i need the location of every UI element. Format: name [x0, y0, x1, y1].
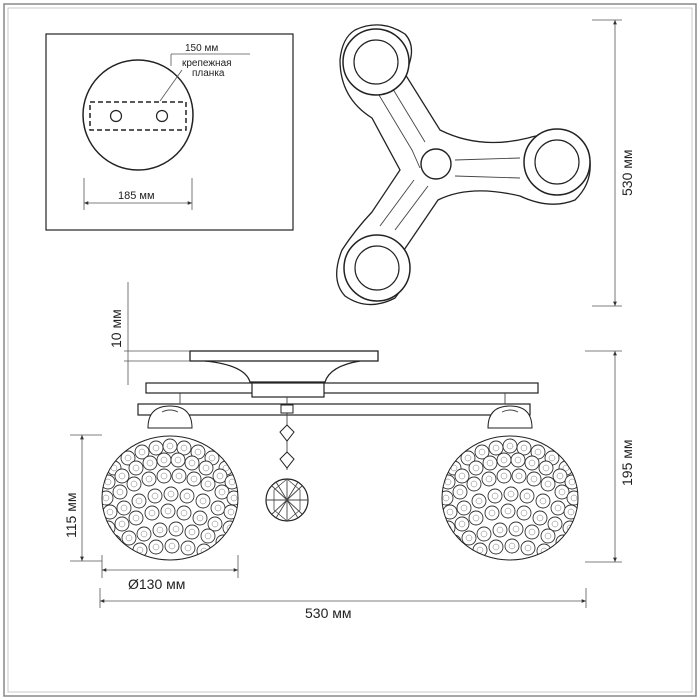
plate-caption-line1: крепежная [182, 58, 232, 69]
shade-diameter-dimension: Ø130 мм [101, 555, 239, 592]
outer-frame [3, 3, 697, 697]
plate-thickness-label: 10 мм [108, 309, 124, 348]
crystal-pendant [265, 397, 309, 522]
total-height-dimension: 195 мм [585, 350, 635, 563]
mounting-plate-inset: 150 мм крепежная планка 185 мм [45, 33, 294, 231]
top-view-width-label: 530 мм [619, 150, 635, 197]
plate-thickness-dimension: 10 мм [108, 282, 190, 385]
plate-length-label: 150 мм [185, 43, 218, 54]
shade-height-dimension: 115 мм [63, 434, 102, 562]
mounting-hole-left [109, 109, 123, 123]
side-view [99, 350, 581, 562]
plate-caption-line2: планка [192, 68, 225, 79]
right-shade [439, 406, 581, 562]
total-width-dimension: 530 мм [99, 588, 587, 621]
left-shade [99, 406, 241, 562]
upper-bar [145, 382, 539, 394]
center-hub [420, 148, 452, 180]
ceiling-base-circle [82, 59, 194, 171]
lower-bar [137, 403, 531, 416]
shade-diameter-label: Ø130 мм [128, 576, 185, 592]
mounting-hole-right [155, 109, 169, 123]
total-width-label: 530 мм [305, 605, 352, 621]
top-view-dimension: 530 мм [592, 19, 635, 307]
base-diameter-label: 185 мм [118, 190, 155, 202]
shade-height-label: 115 мм [63, 493, 79, 538]
total-height-label: 195 мм [619, 440, 635, 487]
mounting-plate [89, 101, 187, 131]
ceiling-plate [189, 350, 379, 362]
top-view-frame [336, 24, 591, 306]
